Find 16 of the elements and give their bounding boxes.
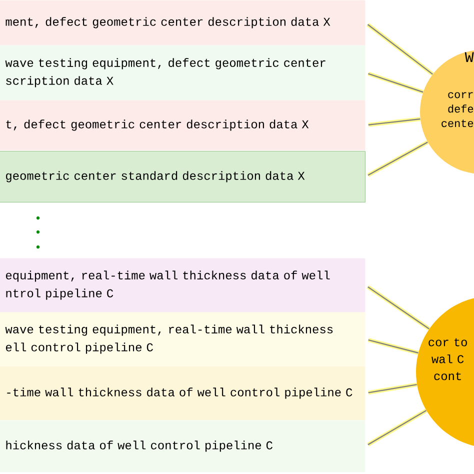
connector-line [366, 22, 434, 76]
text-band: -time wall thickness data of well control pipeline C [0, 366, 366, 420]
text-band: hickness data of well control pipeline C [0, 420, 366, 472]
connector-line [367, 408, 428, 446]
text-band: wave testing equipment, defect geometric center scription data X [0, 45, 366, 100]
connector-line [368, 117, 420, 127]
connector-line [368, 338, 419, 355]
connector-line [367, 140, 429, 177]
text-band: equipment, real-time wall thickness data of well ntrol pipeline C [0, 258, 366, 312]
text-band: wave testing equipment, real-time wall thickness ell control pipeline C [0, 312, 366, 366]
connector-line [368, 72, 424, 94]
connector-line [368, 382, 418, 395]
text-band: ment, defect geometric center description data X [0, 0, 366, 46]
text-band: geometric center standard description data X [0, 151, 366, 202]
text-band: t, defect geometric center description data X [0, 100, 366, 150]
connector-line [366, 285, 430, 331]
